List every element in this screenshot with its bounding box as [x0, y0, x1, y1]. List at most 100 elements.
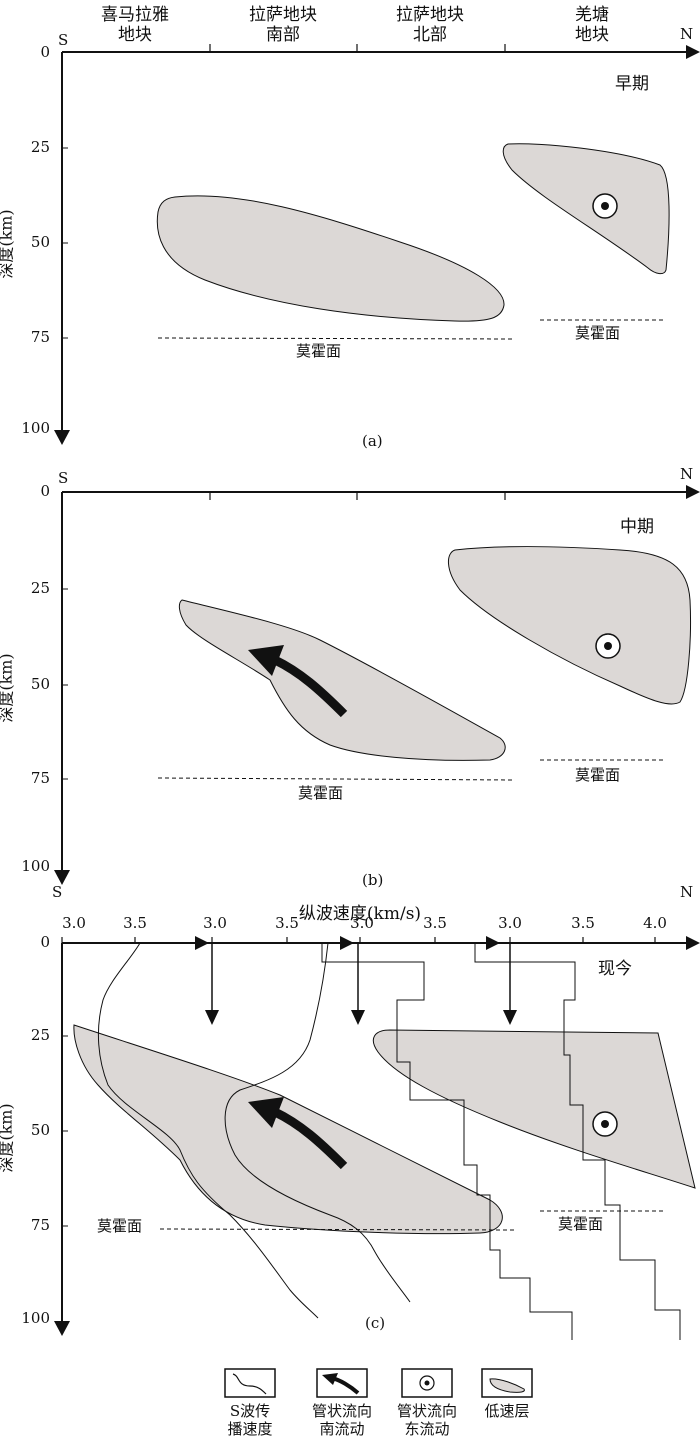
panel-c-low-velocity-south [73, 1024, 503, 1235]
panel-b-south-label: S [58, 469, 69, 487]
legend-eastward-line1: 管状流向 [396, 1402, 457, 1420]
velocity-tick-g2-30: 3.0 [203, 914, 227, 932]
panel-a-moho-left [157, 337, 514, 340]
legend-eastward-text: 管状流向 东流动 [387, 1402, 467, 1438]
panel-a-low-velocity-south [156, 195, 505, 322]
panel-c-moho-left-label: 莫霍面 [97, 1217, 143, 1235]
panel-b-low-velocity-south [178, 599, 506, 761]
panel-c-tick-75: 75 [30, 1216, 50, 1234]
panel-c [54, 936, 700, 1340]
region-qiangtang: 羌塘 地块 [532, 5, 652, 45]
panel-c-s-wave-profile-3 [321, 943, 573, 1340]
legend-southward-text: 管状流向 南流动 [302, 1402, 382, 1438]
panel-b-tick-0: 0 [40, 482, 50, 500]
region-south-lhasa-line1: 拉萨地块 [249, 5, 317, 25]
panel-b-tick-100: 100 [21, 857, 50, 875]
legend-eastward-line2: 东流动 [404, 1420, 450, 1438]
region-himalaya-line1: 喜马拉雅 [101, 5, 169, 25]
panel-c-south-label: S [52, 883, 63, 901]
region-north-lhasa-line2: 北部 [413, 25, 447, 45]
panel-c-eastward-flow-icon [592, 1111, 618, 1137]
legend-low-velocity-line1: 低速层 [484, 1402, 530, 1420]
panel-c-stage-label: 现今 [598, 959, 632, 979]
panel-b-tick-75: 75 [30, 769, 50, 787]
panel-a-tick-0: 0 [40, 43, 50, 61]
panel-b-tick-25: 25 [30, 579, 50, 597]
panel-c-s-wave-profile-2 [224, 942, 411, 1303]
panel-a-tick-25: 25 [30, 138, 50, 156]
panel-b-moho-right-label: 莫霍面 [575, 766, 621, 784]
legend-s-wave-line1: S波传 [229, 1402, 271, 1420]
region-north-lhasa-line1: 拉萨地块 [396, 5, 464, 25]
legend-low-velocity-text: 低速层 [467, 1402, 547, 1420]
velocity-tick-g1-35: 3.5 [123, 914, 147, 932]
region-qiangtang-line2: 地块 [575, 25, 609, 45]
panel-a-eastward-flow-icon [592, 193, 618, 219]
panel-c-tick-0: 0 [40, 933, 50, 951]
panel-c-low-velocity-north [372, 1029, 696, 1189]
legend-southward-line1: 管状流向 [311, 1402, 372, 1420]
panel-a-stage-label: 早期 [615, 74, 649, 94]
region-himalaya-line2: 地块 [118, 25, 152, 45]
legend-s-wave-icon [232, 1373, 267, 1395]
velocity-tick-g2-35: 3.5 [275, 914, 299, 932]
panel-c-southward-flow-arrow [248, 1097, 348, 1170]
velocity-tick-g1-30: 3.0 [62, 914, 86, 932]
velocity-tick-g4-35: 3.5 [571, 914, 595, 932]
panel-a-south-label: S [58, 31, 69, 49]
panel-b-caption: (b) [362, 871, 384, 889]
legend-icons [224, 1368, 533, 1398]
panel-a-north-arrowhead [686, 45, 700, 59]
panel-b-north-arrowhead [686, 485, 700, 499]
panel-a-depth-arrowhead [54, 430, 70, 445]
velocity-tick-g4-40: 4.0 [643, 914, 667, 932]
panel-c-moho-right-label: 莫霍面 [558, 1215, 604, 1233]
panel-c-caption: (c) [365, 1314, 386, 1332]
panel-b-moho-left-label: 莫霍面 [298, 784, 344, 802]
panel-a-low-velocity-north [502, 143, 670, 275]
panel-b-stage-label: 中期 [620, 517, 654, 537]
panel-a-tick-75: 75 [30, 328, 50, 346]
panel-a-tick-100: 100 [21, 419, 50, 437]
region-himalaya: 喜马拉雅 地块 [75, 5, 195, 45]
panel-c-north-arrowhead [686, 936, 700, 950]
region-qiangtang-line1: 羌塘 [575, 5, 609, 25]
panel-a-moho-right-label: 莫霍面 [575, 324, 621, 342]
velocity-tick-g3-35: 3.5 [423, 914, 447, 932]
panel-a-north-label: N [680, 25, 694, 43]
panel-b-tick-50: 50 [30, 675, 50, 693]
region-south-lhasa: 拉萨地块 南部 [223, 5, 343, 45]
panel-b-depth-arrowhead [54, 870, 70, 885]
panel-b-low-velocity-north [448, 546, 692, 705]
panel-c-depth-arrowhead [54, 1321, 70, 1336]
panel-b [54, 485, 700, 885]
panel-c-moho-left [159, 1228, 516, 1231]
panel-c-section-marker-1 [205, 943, 219, 1025]
legend-low-velocity-icon [489, 1378, 525, 1393]
region-south-lhasa-line2: 南部 [266, 25, 300, 45]
panel-c-s-wave-profile-4 [474, 943, 681, 1340]
panel-c-depth-label: 深度(km) [0, 1103, 16, 1173]
region-north-lhasa: 拉萨地块 北部 [370, 5, 490, 45]
velocity-tick-g4-30: 3.0 [498, 914, 522, 932]
panel-a-tick-50: 50 [30, 233, 50, 251]
panel-b-moho-left [157, 777, 516, 781]
panel-a-moho-left-label: 莫霍面 [296, 342, 342, 360]
legend-s-wave-text: S波传 播速度 [210, 1402, 290, 1438]
panel-a-caption: (a) [362, 432, 383, 450]
panel-c-tick-100: 100 [21, 1309, 50, 1327]
legend-s-wave-line2: 播速度 [227, 1420, 273, 1438]
panel-c-tick-25: 25 [30, 1026, 50, 1044]
legend-southward-line2: 南流动 [319, 1420, 365, 1438]
panel-a [54, 44, 700, 445]
panel-c-north-label: N [680, 883, 694, 901]
velocity-tick-g3-30: 3.0 [350, 914, 374, 932]
panel-b-depth-label: 深度(km) [0, 653, 16, 723]
panel-a-depth-label: 深度(km) [0, 209, 16, 279]
panel-c-tick-50: 50 [30, 1121, 50, 1139]
panel-c-section-marker-3 [503, 943, 517, 1025]
panel-c-section-marker-2 [351, 943, 365, 1025]
panel-b-north-label: N [680, 465, 694, 483]
panel-b-southward-flow-arrow [248, 645, 348, 718]
